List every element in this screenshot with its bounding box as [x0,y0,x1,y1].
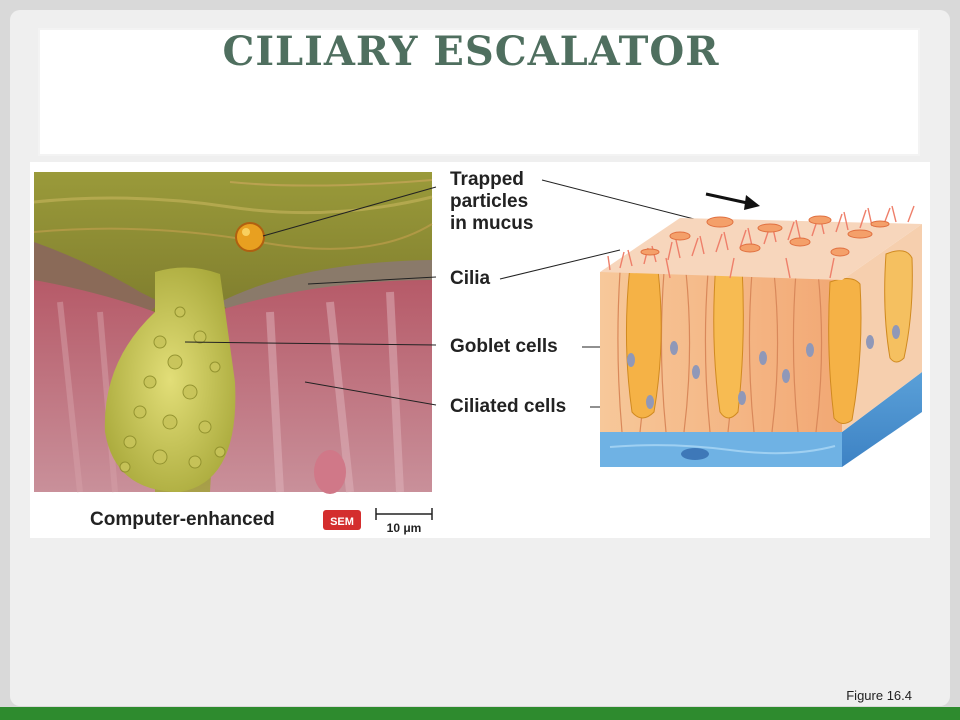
scale-bar-label: 10 μm [387,521,422,535]
mucus-direction-arrow-icon [705,192,760,210]
figure-svg: Trapped particles in mucus Cilia Goblet … [33,169,922,535]
label-goblet-cells: Goblet cells [450,336,558,357]
figure-caption: Figure 16.4 [846,688,912,703]
title-box [38,28,920,156]
sem-badge [323,510,361,530]
micrograph-caption: Computer-enhanced [90,509,275,530]
sem-badge-text: SEM [330,516,354,528]
label-trapped-line3: in mucus [450,213,533,234]
slide-title: CILIARY ESCALATOR [222,28,720,75]
footer-bar [0,707,960,720]
label-trapped-line1: Trapped [450,169,524,190]
label-trapped-line2: particles [450,191,528,212]
epithelium-illustration [600,192,922,467]
scale-bar [375,508,433,520]
sem-micrograph [33,172,437,494]
label-ciliated-cells: Ciliated cells [450,396,566,417]
ciliary-escalator-figure: Trapped particles in mucus Cilia Goblet … [30,162,930,538]
label-cilia: Cilia [450,268,491,289]
